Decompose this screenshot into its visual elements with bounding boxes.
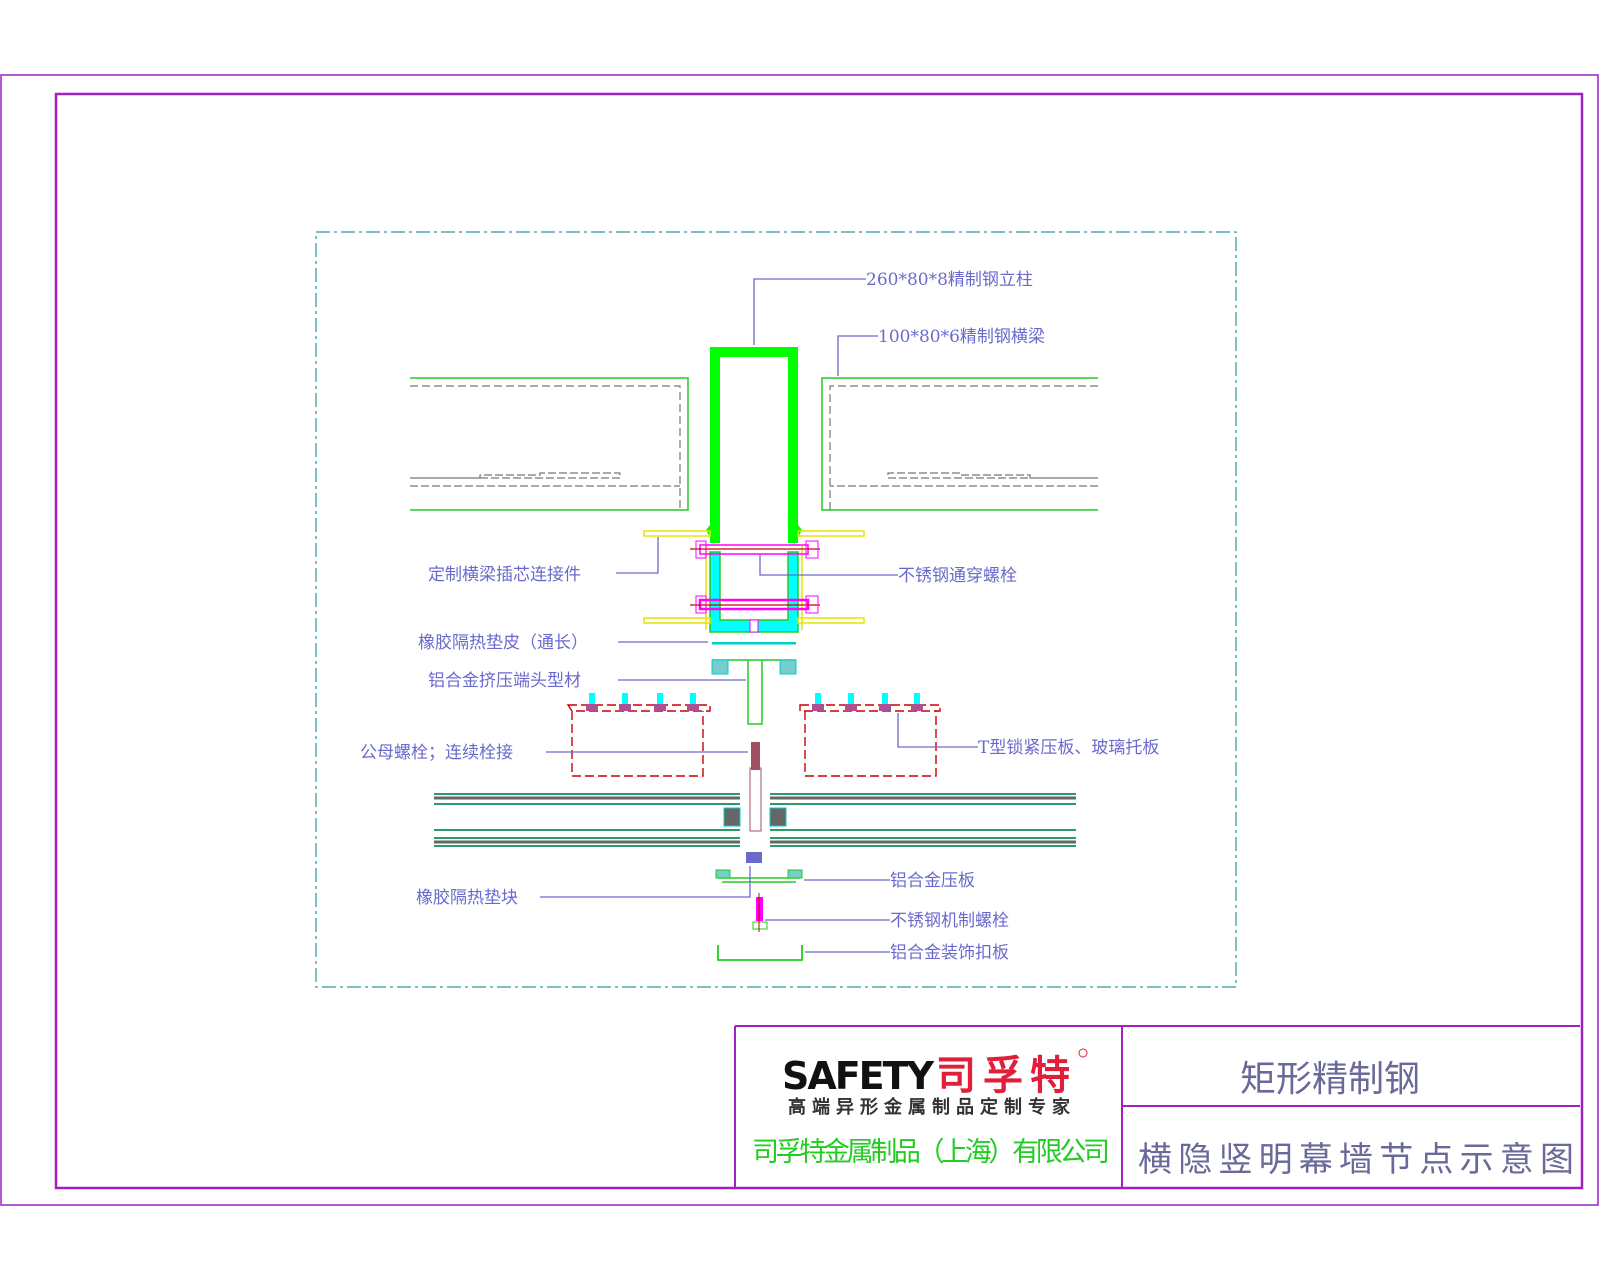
label-male-female-bolt: 公母螺栓；连续栓接 — [360, 743, 513, 763]
through-bolts — [690, 540, 820, 614]
inner-border — [54, 92, 1584, 1190]
end-profile — [711, 659, 797, 725]
logo-cn: 司孚特 — [936, 1053, 1070, 1099]
insert-connector — [643, 530, 865, 633]
label-end-profile: 铝合金挤压端头型材 — [428, 671, 581, 691]
rubber-block — [746, 852, 762, 863]
label-machine-bolt: 不锈钢机制螺栓 — [890, 911, 1009, 931]
rubber-strip — [712, 642, 796, 645]
label-t-clamp: T型锁紧压板、玻璃托板 — [978, 738, 1159, 758]
glass-panels — [434, 793, 1076, 847]
logo-en: SAFETY — [782, 1054, 934, 1098]
company-name: 司孚特金属制品（上海）有限公司 — [752, 1137, 1110, 1168]
outer-border — [0, 74, 1599, 1206]
registered-mark-icon — [1078, 1048, 1088, 1058]
left-beam — [410, 377, 689, 511]
label-cover-plate: 铝合金装饰扣板 — [890, 943, 1009, 963]
label-beam: 100*80*6精制钢横梁 — [878, 327, 1045, 347]
steel-column — [706, 347, 802, 545]
label-pressure-plate: 铝合金压板 — [890, 871, 975, 891]
pressure-plate — [715, 869, 803, 883]
male-female-bolt — [749, 742, 762, 832]
material-title: 矩形精制钢 — [1240, 1059, 1420, 1100]
machine-bolt — [752, 893, 768, 932]
clamp-screws — [586, 693, 923, 711]
title-block: SAFETY 司孚特 高端异形金属制品定制专家 司孚特金属制品（上海）有限公司 … — [734, 1025, 1580, 1188]
right-beam — [821, 377, 1098, 511]
leader-lines — [540, 278, 978, 953]
label-insert-connector: 定制横梁插芯连接件 — [428, 565, 581, 585]
detail-boundary — [315, 231, 1237, 988]
t-clamp-plates — [566, 704, 941, 777]
label-through-bolt: 不锈钢通穿螺栓 — [898, 566, 1017, 586]
drawing-title: 横隐竖明幕墙节点示意图 — [1138, 1140, 1574, 1180]
label-rubber-block: 橡胶隔热垫块 — [416, 888, 518, 908]
slogan: 高端异形金属制品定制专家 — [788, 1096, 1071, 1118]
label-rubber-strip: 橡胶隔热垫皮（通长） — [418, 633, 588, 653]
label-column: 260*80*8精制钢立柱 — [866, 270, 1033, 290]
cover-plate — [717, 945, 803, 961]
